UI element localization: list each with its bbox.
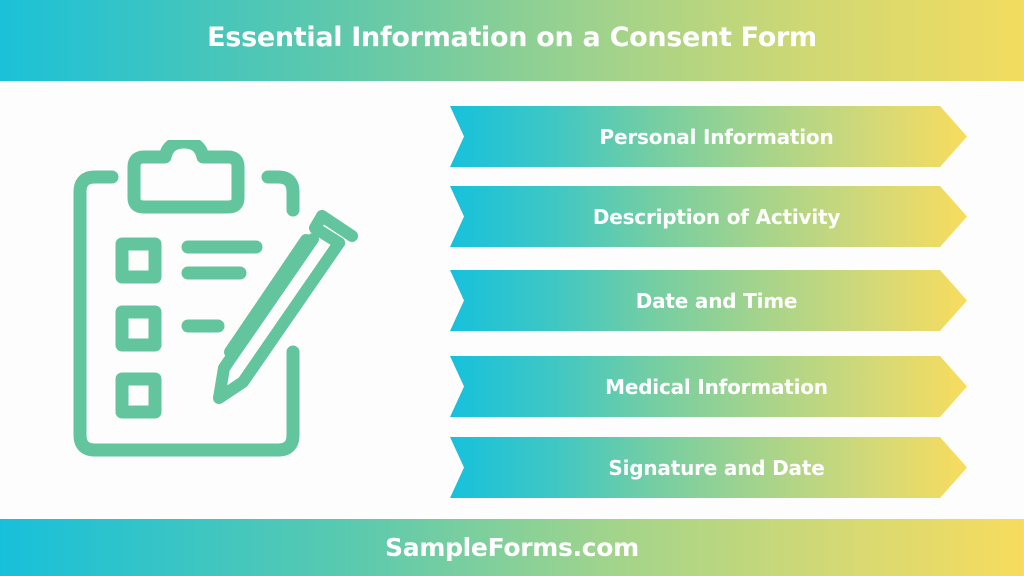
brand-name: SampleForms.com [385, 533, 639, 562]
ribbon-label: Description of Activity [592, 204, 841, 229]
clipboard-checklist-pencil-icon [60, 135, 380, 470]
ribbon-label: Date and Time [635, 288, 798, 313]
ribbon-label: Personal Information [599, 124, 834, 149]
header-banner: Essential Information on a Consent Form [0, 0, 1024, 81]
ribbon-medical-information: Medical Information [450, 356, 967, 417]
page-title: Essential Information on a Consent Form [207, 22, 817, 53]
ribbon-signature-and-date: Signature and Date [450, 437, 967, 498]
ribbon-date-and-time: Date and Time [450, 270, 967, 331]
ribbon-personal-information: Personal Information [450, 106, 967, 167]
ribbon-label: Medical Information [605, 374, 828, 399]
ribbon-description-of-activity: Description of Activity [450, 186, 967, 247]
ribbon-label: Signature and Date [608, 455, 825, 480]
footer-banner: SampleForms.com [0, 519, 1024, 576]
